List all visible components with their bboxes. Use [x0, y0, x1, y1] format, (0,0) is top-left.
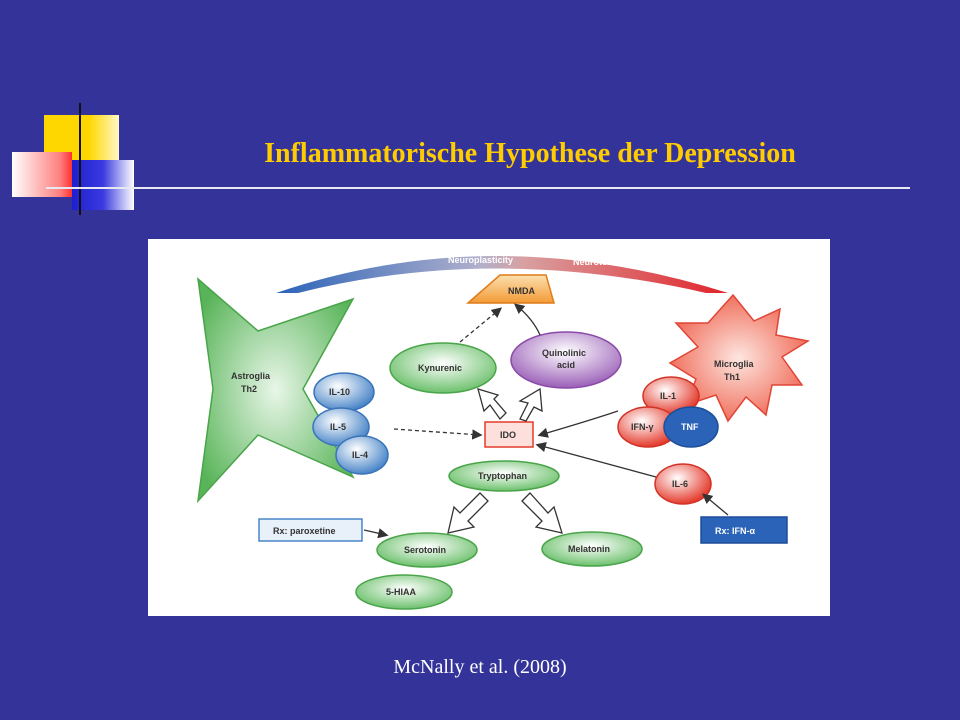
astroglia-star: [196, 277, 355, 504]
il-5-label: IL-5: [330, 422, 346, 432]
astroglia-label: Astroglia: [231, 371, 271, 381]
ido-box: [484, 421, 534, 448]
tnf-node: [663, 406, 719, 448]
il-4-label: IL-4: [352, 450, 368, 460]
kynurenic-label: Kynurenic: [418, 363, 462, 373]
il-10-label: IL-10: [329, 387, 350, 397]
astroglia-sublabel: Th2: [241, 384, 257, 394]
microglia-label: Microglia: [714, 359, 755, 369]
cytokines-to-ido-arrow: [537, 410, 619, 438]
microglia-sublabel: Th1: [724, 372, 740, 382]
decor-blue-square: [72, 160, 134, 210]
melatonin-label: Melatonin: [568, 544, 610, 554]
quinolinic-label: Quinolinic: [542, 348, 586, 358]
citation: McNally et al. (2008): [393, 656, 567, 678]
slide-title: Inflammatorische Hypothese der Depressio…: [264, 138, 796, 169]
ifn-gamma-label: IFN-γ: [631, 422, 654, 432]
tryptophan-label: Tryptophan: [478, 471, 527, 481]
rx-paroxetine-label: Rx: paroxetine: [273, 526, 336, 536]
nmda-receptor: [466, 274, 555, 304]
melatonin-node: [541, 531, 643, 567]
ido-to-quinolinic-arrow: [518, 387, 543, 422]
arc-label-neuroplasticity: Neuroplasticity: [448, 255, 513, 265]
il-6-to-ido-arrow: [535, 442, 657, 478]
serotonin-node: [376, 532, 478, 568]
quinolinic-sublabel: acid: [557, 360, 575, 370]
decor-pink-square: [12, 152, 72, 197]
tnf-label: TNF: [681, 422, 699, 432]
plasticity-toxicity-arc: [276, 256, 728, 293]
rx-paroxetine-box: [258, 518, 363, 542]
5-hiaa-label: 5-HIAA: [386, 587, 417, 597]
decor-vertical-line: [79, 103, 81, 215]
tryptophan-to-serotonin-arrow: [447, 492, 489, 534]
title-underline: [46, 187, 910, 189]
il-6-node: [654, 463, 712, 505]
quinolinic-to-nmda-arrow: [513, 303, 541, 336]
il-1-label: IL-1: [660, 391, 676, 401]
paroxetine-to-serotonin-arrow: [363, 528, 389, 539]
ifn-alpha-to-il-6-arrow: [702, 493, 729, 516]
tryptophan-to-melatonin-arrow: [521, 492, 563, 534]
kynurenic-node: [389, 342, 497, 394]
pathway-diagram: Neuroplasticity Neurotoxicity NMDA Astro…: [148, 239, 830, 616]
serotonin-label: Serotonin: [404, 545, 446, 555]
tryptophan-node: [448, 460, 560, 492]
arc-label-neurotoxicity: Neurotoxicity: [573, 257, 631, 267]
il-to-ido-inhibit-arrow: [393, 428, 483, 440]
ido-label: IDO: [500, 430, 516, 440]
microglia-star: [668, 293, 811, 423]
kynurenic-to-nmda-arrow: [459, 307, 503, 343]
rx-ifn-alpha-label: Rx: IFN-α: [715, 526, 755, 536]
il-4-node: [335, 435, 389, 475]
ido-to-kynurenic-arrow: [477, 388, 507, 421]
nmda-label: NMDA: [508, 286, 535, 296]
il-6-label: IL-6: [672, 479, 688, 489]
5-hiaa-node: [355, 574, 453, 610]
quinolinic-acid-node: [510, 331, 622, 389]
rx-ifn-alpha-box: [700, 516, 788, 544]
